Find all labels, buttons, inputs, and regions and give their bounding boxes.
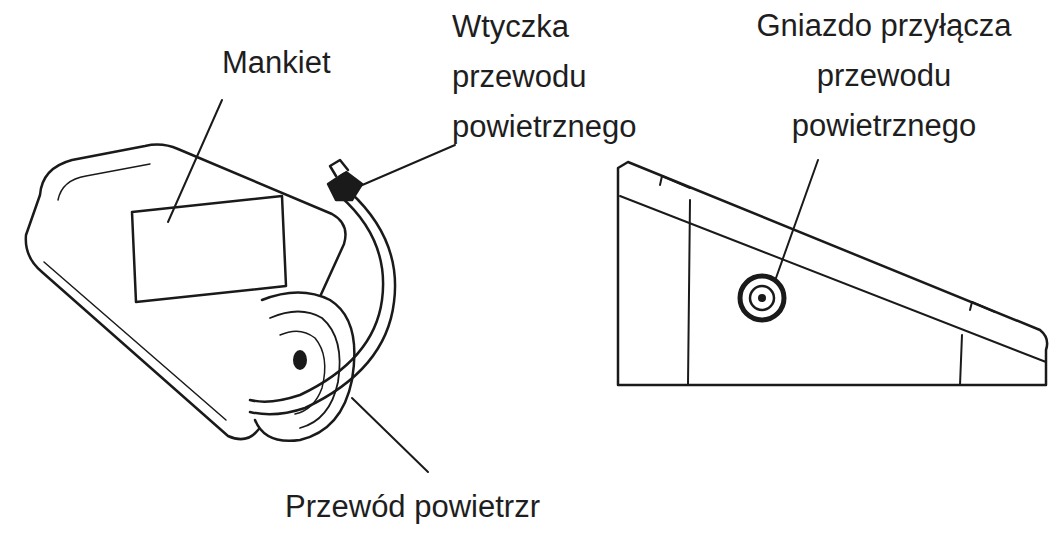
part-label: Wtyczka przewodu powietrznego (452, 2, 682, 152)
cuff (26, 145, 355, 441)
part-label: Mankiet (222, 38, 402, 88)
monitor-unit (618, 162, 1047, 385)
part-label: Przewód powietrzr (285, 482, 685, 532)
leader-lines (168, 100, 818, 472)
air-tube (250, 192, 395, 414)
air-plug (328, 160, 362, 200)
part-label: Gniazdo przyłącza przewodu powietrznego (725, 1, 1043, 151)
air-socket (740, 276, 784, 320)
